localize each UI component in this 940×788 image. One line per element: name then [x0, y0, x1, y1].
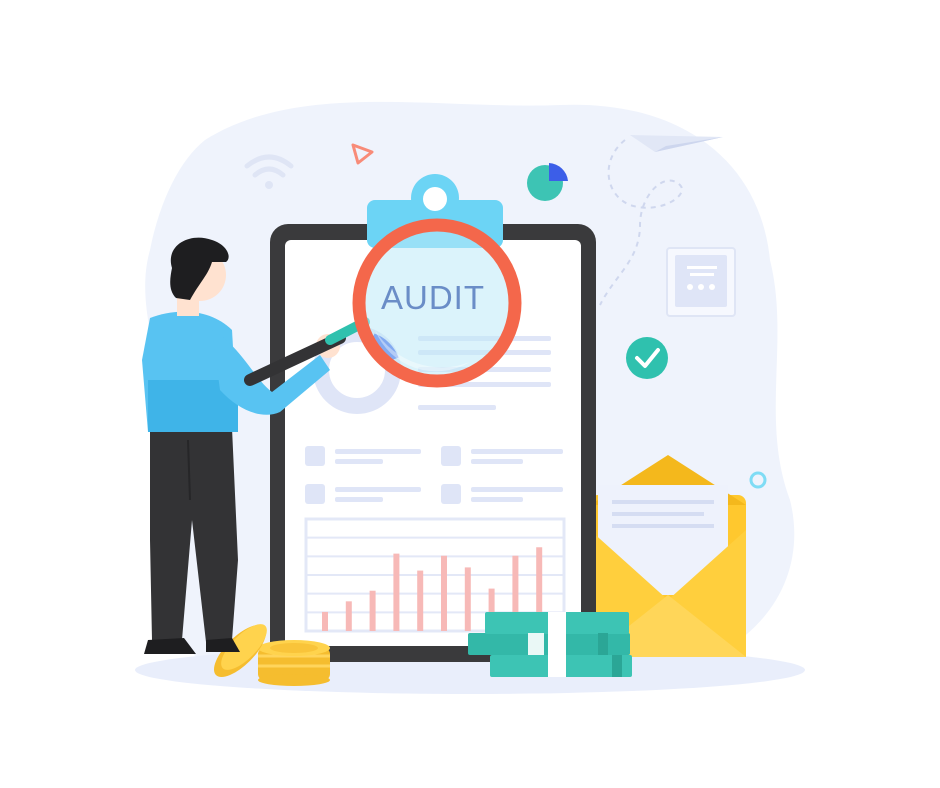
chart-bar	[488, 588, 495, 631]
chart-bar	[322, 611, 328, 631]
ring-icon	[749, 471, 767, 489]
chart-bar	[464, 567, 471, 631]
chart-bar	[417, 570, 424, 631]
chart-bar	[393, 553, 400, 631]
chart-bar	[369, 590, 376, 631]
coin-stack	[258, 640, 330, 686]
paper-plane-icon	[630, 135, 723, 152]
chat-window-icon	[666, 247, 736, 317]
chart-bars	[322, 547, 543, 631]
wifi-icon	[244, 154, 294, 189]
audit-label: AUDIT	[381, 279, 485, 316]
chart-bar	[345, 601, 352, 631]
leaning-coin	[213, 624, 267, 677]
triangle-icon	[351, 143, 374, 165]
money-stack	[468, 612, 632, 677]
pie-chart-icon	[527, 163, 568, 201]
magnifying-glass: AUDIT	[352, 218, 522, 388]
chart-bar	[441, 555, 447, 631]
checklist	[305, 446, 563, 504]
check-icon	[626, 337, 668, 379]
flight-trail	[599, 139, 683, 306]
chart-bar	[512, 555, 519, 631]
chart-bar	[536, 547, 543, 631]
clipboard-bar-chart	[304, 517, 566, 633]
person	[142, 237, 370, 654]
